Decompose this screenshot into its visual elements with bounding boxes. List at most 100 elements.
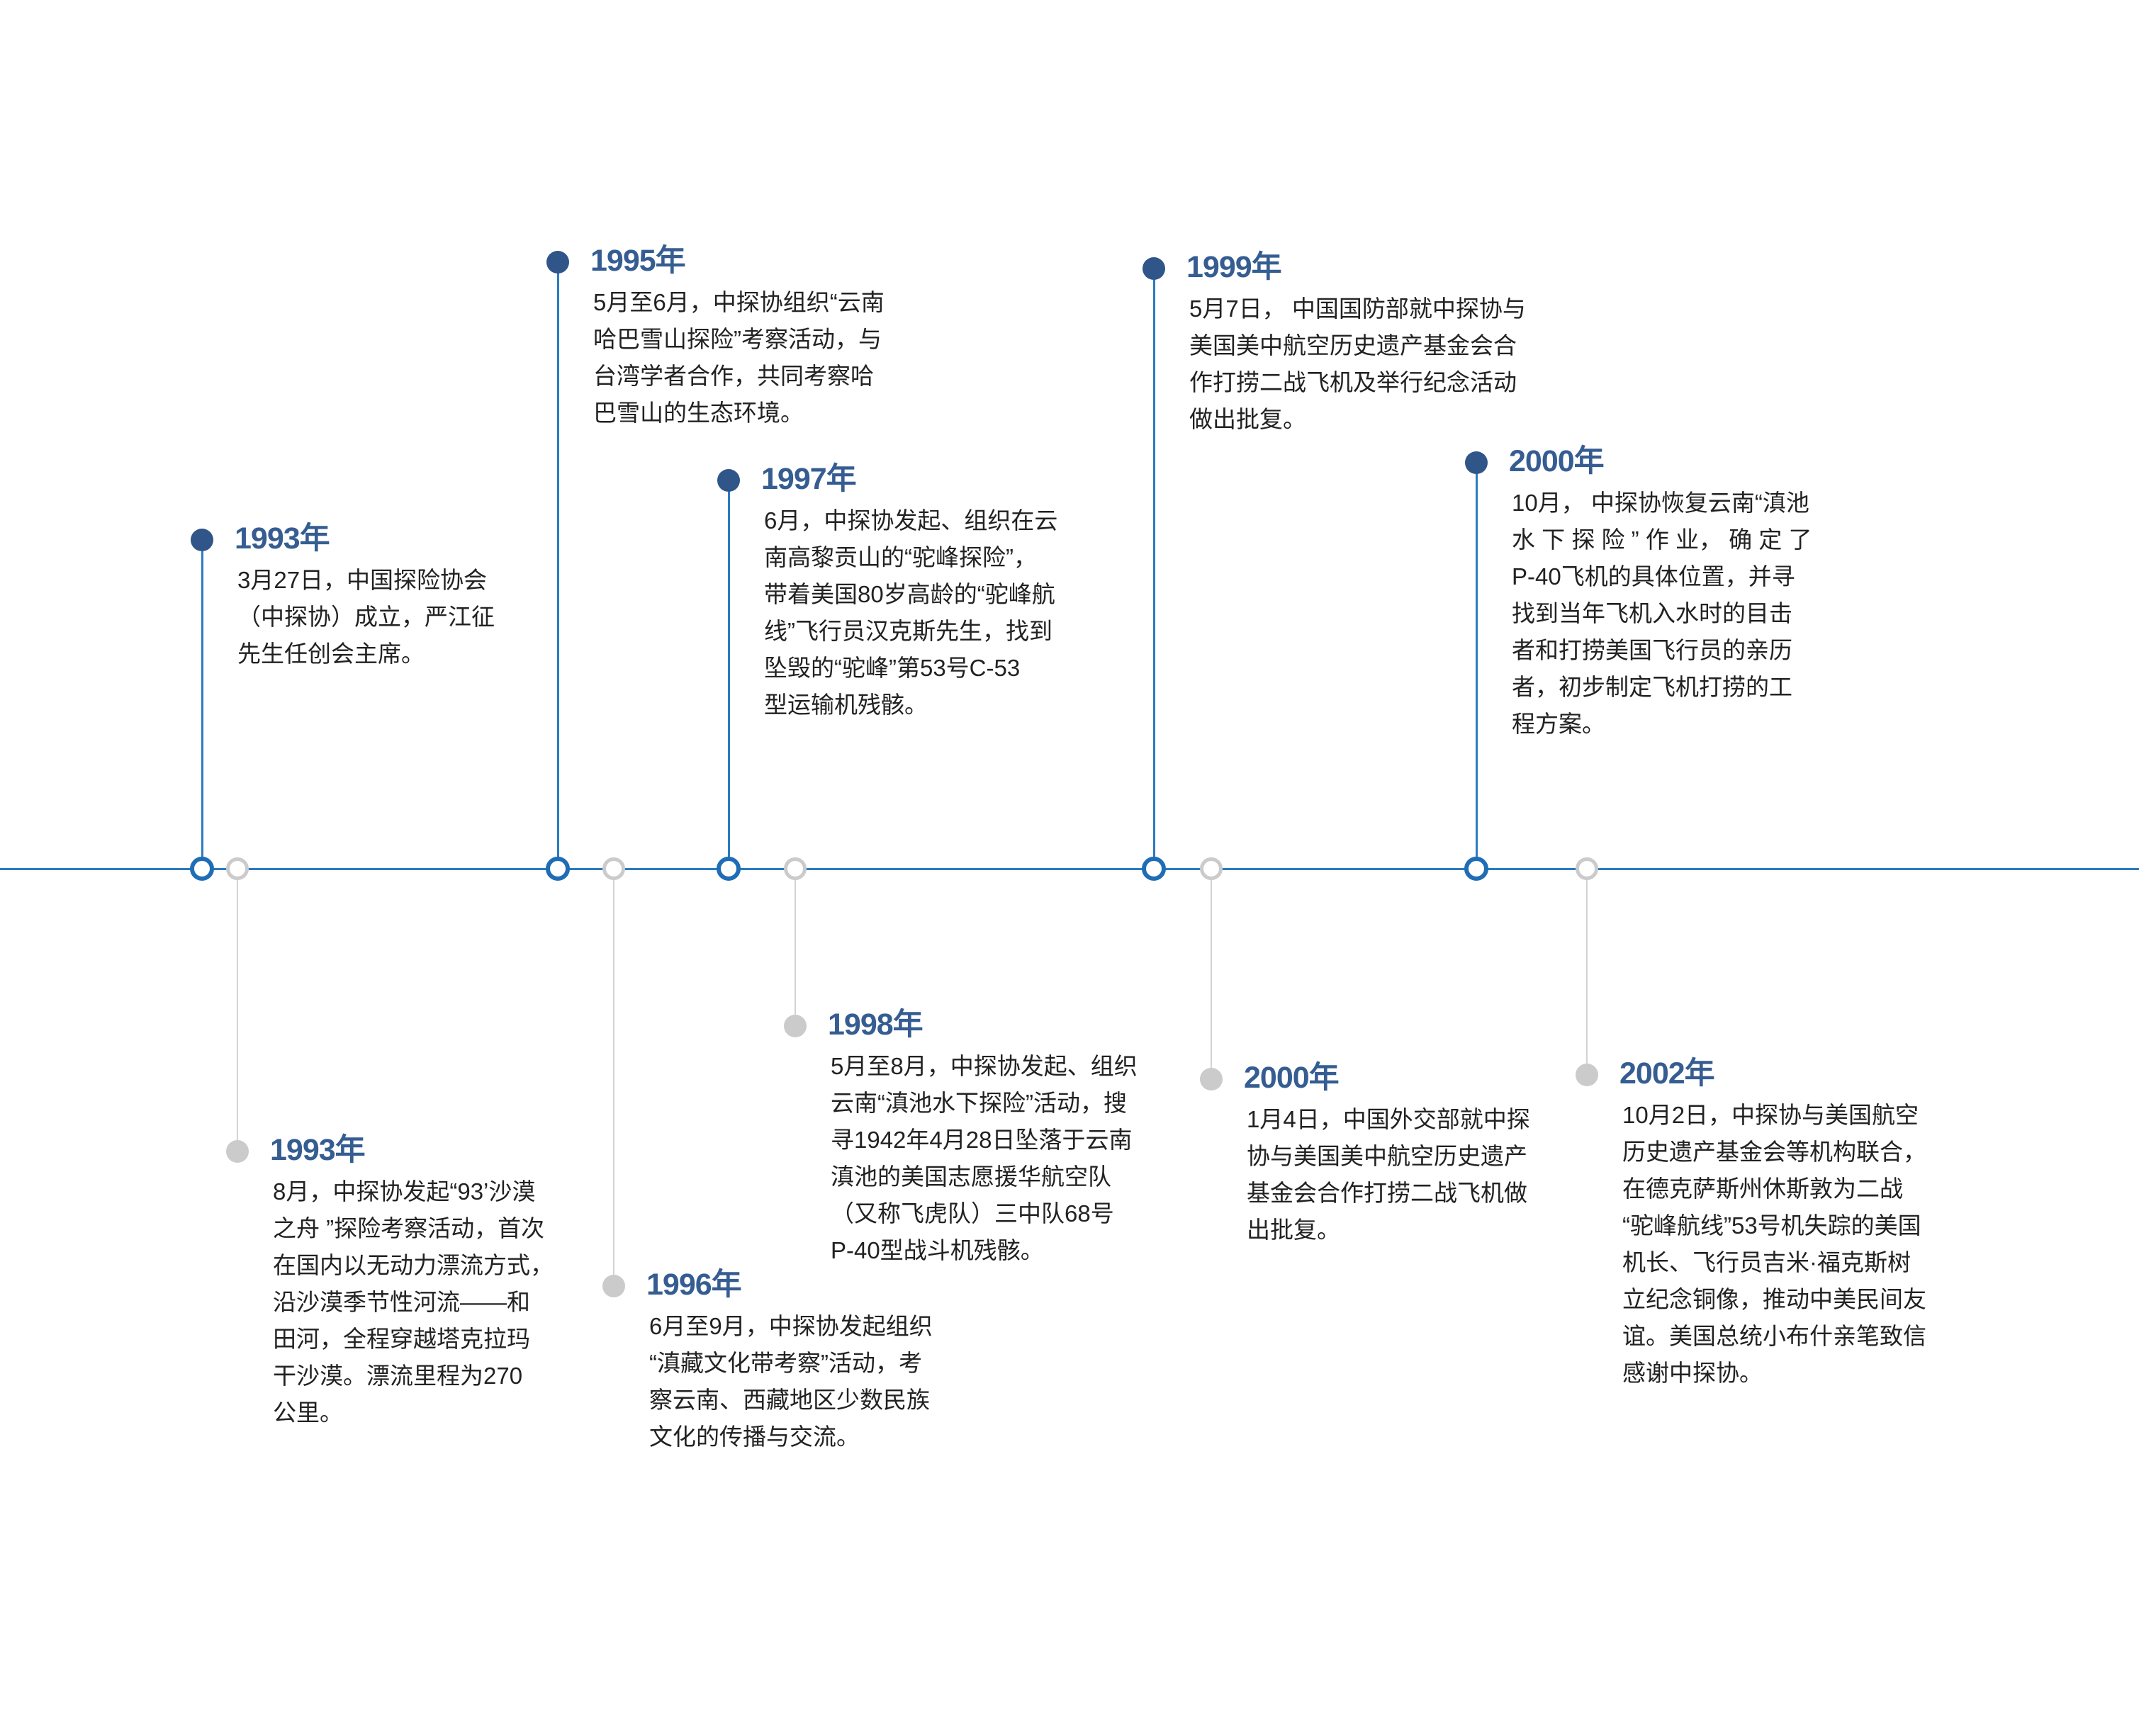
event-description: 10月2日，中探协与美国航空历史遗产基金会等机构联合，在德克萨斯州休斯敦为二战“… bbox=[1622, 1097, 1926, 1392]
description-line: 坠毁的“驼峰”第53号C-53 bbox=[764, 655, 1021, 681]
description-line: 程方案。 bbox=[1512, 711, 1605, 737]
description-line: 作打捞二战飞机及举行纪念活动 bbox=[1189, 369, 1517, 395]
event-description: 3月27日，中国探险协会 （中探协）成立，严江征先生任创会主席。 bbox=[237, 562, 495, 672]
event-year: 2000年 bbox=[1244, 1061, 1340, 1095]
description-line: 线”飞行员汉克斯先生，找到 bbox=[764, 618, 1052, 644]
event-year: 1993年 bbox=[270, 1133, 366, 1167]
timeline-node-ring[interactable] bbox=[717, 857, 741, 881]
timeline-node-ring[interactable] bbox=[1142, 857, 1166, 881]
timeline-node-ring[interactable] bbox=[602, 857, 625, 880]
description-line: 巴雪山的生态环境。 bbox=[593, 400, 804, 426]
description-line: 先生任创会主席。 bbox=[237, 641, 425, 667]
description-line: 立纪念铜像，推动中美民间友 bbox=[1622, 1286, 1926, 1312]
description-line: 公里。 bbox=[273, 1399, 343, 1426]
description-line: 者，初步制定飞机打捞的工 bbox=[1512, 674, 1792, 700]
connector-line bbox=[795, 869, 796, 1026]
description-line: 带着美国80岁高龄的“驼峰航 bbox=[764, 581, 1055, 607]
description-line: 谊。美国总统小布什亲笔致信 bbox=[1622, 1323, 1926, 1349]
description-line: 出批复。 bbox=[1247, 1217, 1340, 1243]
timeline-event-1993-founding: 1993年 3月27日，中国探险协会 （中探协）成立，严江征先生任创会主席。 bbox=[235, 521, 495, 672]
description-line: 型运输机残骸。 bbox=[764, 692, 928, 718]
description-line: 做出批复。 bbox=[1189, 406, 1306, 432]
description-line: 察云南、西藏地区少数民族 bbox=[649, 1387, 930, 1413]
description-line: 历史遗产基金会等机构联合， bbox=[1622, 1139, 1926, 1165]
description-line: 6月，中探协发起、组织在云 bbox=[764, 507, 1058, 534]
event-dot bbox=[1576, 1064, 1598, 1086]
event-description: 6月至9月，中探协发起组织 “滇藏文化带考察”活动，考察云南、西藏地区少数民族文化… bbox=[649, 1308, 933, 1455]
timeline-event-1998: 1998年 5月至8月，中探协发起、组织云南“滇池水下探险”活动，搜寻1942年4… bbox=[828, 1007, 1138, 1269]
timeline-node-ring[interactable] bbox=[226, 857, 249, 880]
description-line: 5月至8月，中探协发起、组织 bbox=[831, 1053, 1138, 1079]
event-description: 1月4日，中国外交部就中探协与美国美中航空历史遗产基金会合作打捞二战飞机做出批复… bbox=[1247, 1101, 1530, 1249]
event-year: 2002年 bbox=[1619, 1056, 1715, 1090]
event-year: 1998年 bbox=[828, 1008, 923, 1042]
description-line: P-40型战斗机残骸。 bbox=[831, 1237, 1044, 1263]
event-dot bbox=[226, 1140, 249, 1163]
event-year: 1995年 bbox=[590, 244, 686, 278]
event-dot bbox=[602, 1275, 625, 1297]
timeline-node-ring[interactable] bbox=[784, 857, 807, 880]
timeline-node-ring[interactable] bbox=[1200, 857, 1223, 880]
connector-line bbox=[1586, 869, 1588, 1075]
description-line: 在德克萨斯州休斯敦为二战 bbox=[1622, 1176, 1903, 1202]
timeline-event-1993-desert: 1993年 8月，中探协发起“93’沙漠之舟 ”探险考察活动，首次在国内以无动力漂… bbox=[270, 1132, 554, 1431]
description-line: 水 下 探 险 ” 作 业， 确 定 了 bbox=[1512, 526, 1812, 553]
description-line: （又称飞虎队）三中队68号 bbox=[831, 1200, 1114, 1227]
event-year: 2000年 bbox=[1509, 444, 1605, 478]
description-line: 8月，中探协发起“93’沙漠 bbox=[273, 1178, 536, 1205]
event-year: 1997年 bbox=[761, 462, 857, 496]
event-dot bbox=[546, 251, 569, 274]
description-line: 找到当年飞机入水时的目击 bbox=[1512, 600, 1792, 626]
timeline-node-ring[interactable] bbox=[546, 857, 570, 881]
description-line: 10月， 中探协恢复云南“滇池 bbox=[1512, 490, 1809, 516]
timeline-axis bbox=[0, 868, 2139, 870]
timeline-node-ring[interactable] bbox=[1576, 857, 1598, 880]
description-line: 者和打捞美国飞行员的亲历 bbox=[1512, 637, 1792, 663]
event-dot bbox=[784, 1015, 807, 1037]
connector-line bbox=[557, 262, 559, 869]
timeline-node-ring[interactable] bbox=[1464, 857, 1488, 881]
description-line: 美国美中航空历史遗产基金会合 bbox=[1189, 332, 1517, 359]
description-line: 干沙漠。漂流里程为270 bbox=[273, 1363, 523, 1389]
description-line: 10月2日，中探协与美国航空 bbox=[1622, 1102, 1919, 1128]
description-line: “滇藏文化带考察”活动，考 bbox=[649, 1350, 922, 1376]
description-line: 文化的传播与交流。 bbox=[649, 1424, 860, 1450]
description-line: 哈巴雪山探险”考察活动，与 bbox=[593, 326, 882, 352]
description-line: 基金会合作打捞二战飞机做 bbox=[1247, 1180, 1527, 1206]
connector-line bbox=[1153, 269, 1155, 869]
description-line: 田河，全程穿越塔克拉玛 bbox=[273, 1326, 530, 1352]
connector-line bbox=[728, 480, 730, 869]
description-line: 沿沙漠季节性河流——和 bbox=[273, 1289, 530, 1315]
event-year: 1999年 bbox=[1186, 250, 1282, 284]
description-line: 台湾学者合作，共同考察哈 bbox=[593, 363, 874, 389]
event-year: 1993年 bbox=[235, 522, 330, 556]
connector-line bbox=[613, 869, 614, 1286]
connector-line bbox=[201, 540, 203, 869]
event-description: 5月至8月，中探协发起、组织云南“滇池水下探险”活动，搜寻1942年4月28日坠… bbox=[831, 1048, 1138, 1269]
event-year: 1996年 bbox=[646, 1268, 742, 1302]
timeline-event-2002: 2002年 10月2日，中探协与美国航空历史遗产基金会等机构联合， 在德克萨斯州休斯… bbox=[1619, 1056, 1926, 1392]
description-line: 机长、飞行员吉米·福克斯树 bbox=[1622, 1249, 1911, 1275]
description-line: 在国内以无动力漂流方式， bbox=[273, 1252, 554, 1278]
timeline-event-2000-oct: 2000年 10月， 中探协恢复云南“滇池水 下 探 险 ” 作 业， 确 定 了… bbox=[1509, 444, 1812, 743]
description-line: 6月至9月，中探协发起组织 bbox=[649, 1313, 933, 1339]
description-line: 协与美国美中航空历史遗产 bbox=[1247, 1143, 1527, 1169]
event-description: 8月，中探协发起“93’沙漠之舟 ”探险考察活动，首次在国内以无动力漂流方式，沿… bbox=[273, 1173, 554, 1431]
event-description: 5月至6月，中探协组织“云南哈巴雪山探险”考察活动，与台湾学者合作，共同考察哈巴… bbox=[593, 284, 885, 432]
description-line: 云南“滇池水下探险”活动，搜 bbox=[831, 1090, 1127, 1116]
timeline-node-ring[interactable] bbox=[190, 857, 214, 881]
timeline-event-1996: 1996年 6月至9月，中探协发起组织 “滇藏文化带考察”活动，考察云南、西藏地区少… bbox=[646, 1267, 933, 1455]
description-line: 5月至6月，中探协组织“云南 bbox=[593, 289, 885, 315]
description-line: （中探协）成立，严江征 bbox=[237, 604, 495, 630]
timeline-event-2000-jan: 2000年 1月4日，中国外交部就中探协与美国美中航空历史遗产基金会合作打捞二战飞… bbox=[1244, 1060, 1530, 1249]
description-line: 5月7日， 中国国防部就中探协与 bbox=[1189, 295, 1526, 322]
event-dot bbox=[1200, 1068, 1223, 1090]
description-line: 滇池的美国志愿援华航空队 bbox=[831, 1163, 1111, 1190]
connector-line bbox=[237, 869, 238, 1151]
event-description: 6月，中探协发起、组织在云南高黎贡山的“驼峰探险”， 带着美国80岁高龄的“驼峰航… bbox=[764, 502, 1057, 723]
description-line: 南高黎贡山的“驼峰探险”， bbox=[764, 544, 1037, 570]
timeline-event-1999: 1999年 5月7日， 中国国防部就中探协与美国美中航空历史遗产基金会合作打捞二战… bbox=[1186, 249, 1526, 438]
timeline-event-1997: 1997年 6月，中探协发起、组织在云南高黎贡山的“驼峰探险”， 带着美国80岁高龄… bbox=[761, 461, 1057, 723]
description-line: 3月27日，中国探险协会 bbox=[237, 567, 488, 593]
